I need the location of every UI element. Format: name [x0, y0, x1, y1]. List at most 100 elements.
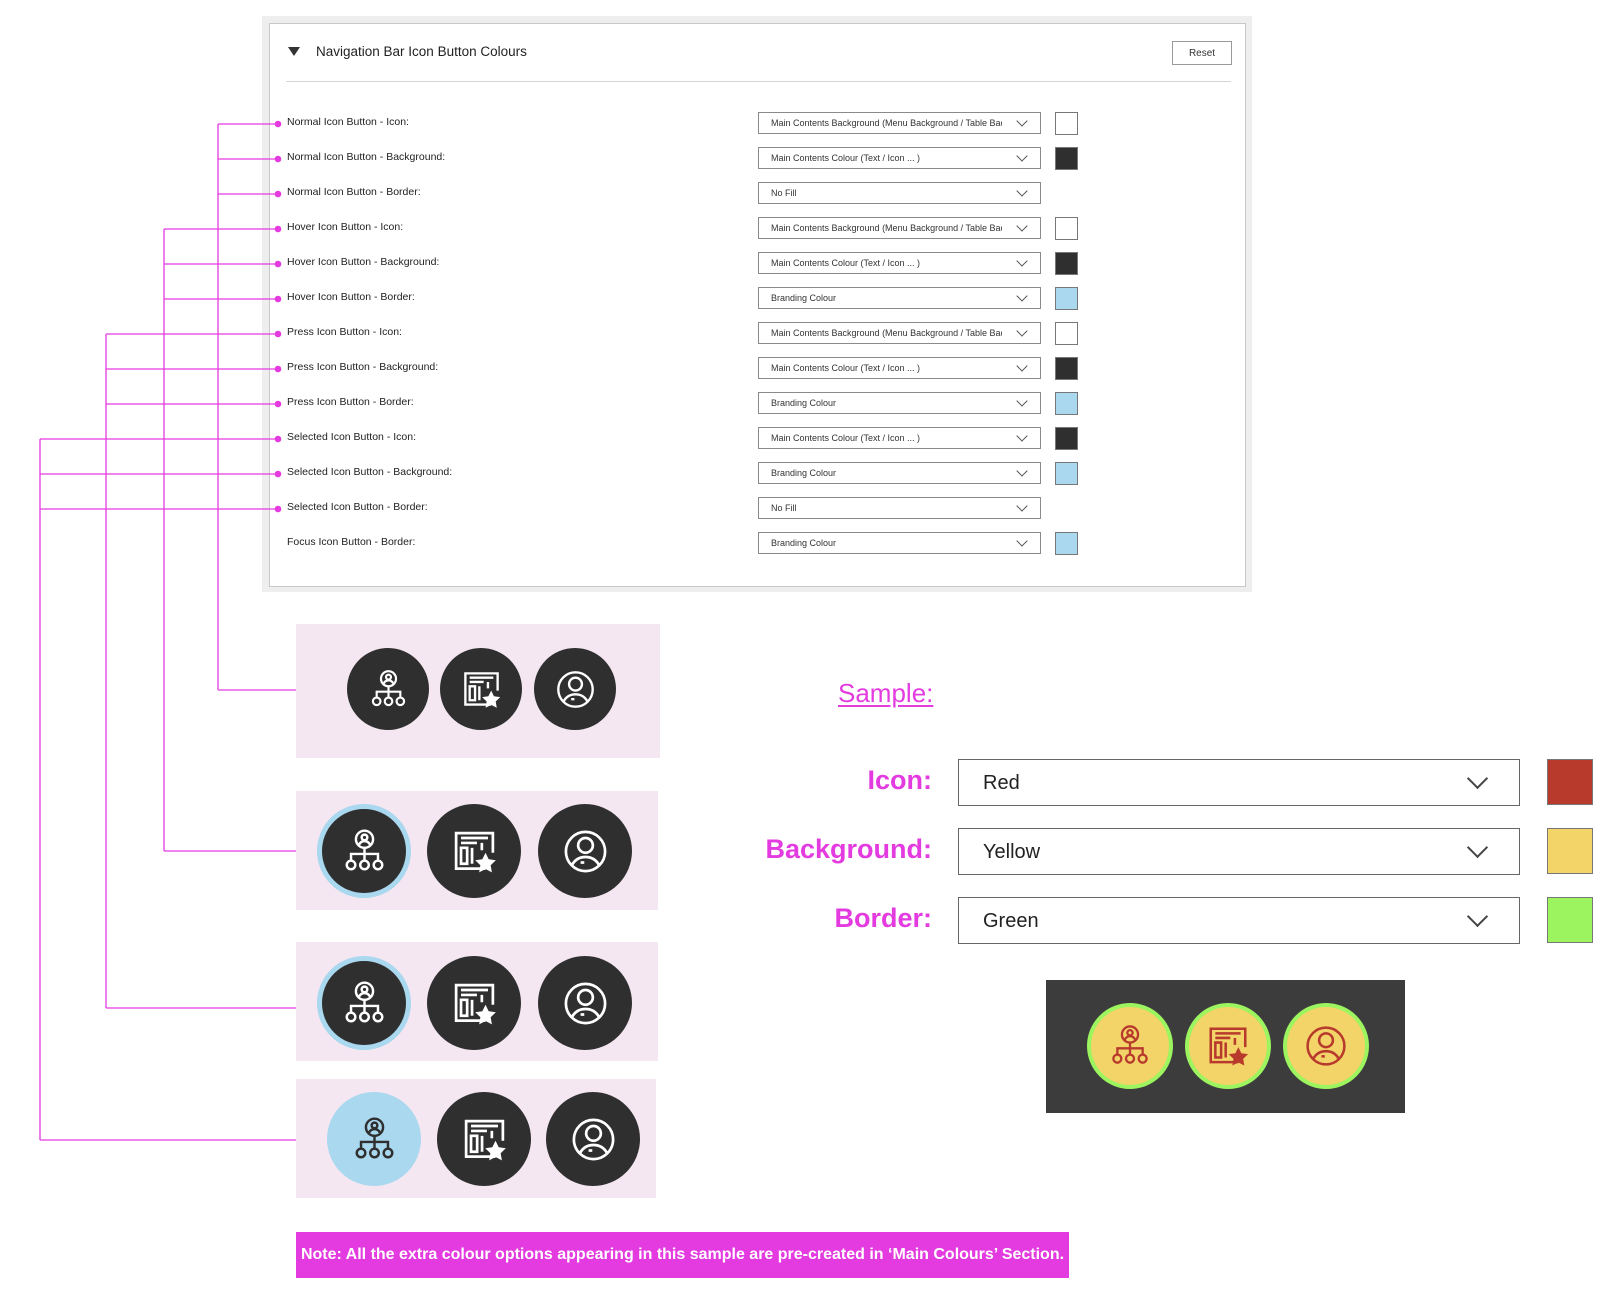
chevron-down-icon: [1016, 360, 1028, 372]
select-value: Yellow: [983, 841, 1041, 863]
row-label: Selected Icon Button - Icon:: [287, 431, 416, 443]
nav-icon-button[interactable]: [538, 956, 632, 1050]
colour-swatch[interactable]: [1055, 112, 1078, 135]
chevron-down-icon: [1016, 255, 1028, 267]
colour-select[interactable]: Main Contents Colour (Text / Icon ... ): [758, 357, 1041, 379]
colour-select[interactable]: No Fill: [758, 497, 1041, 519]
favorite-layout-icon: [450, 979, 499, 1028]
row-label: Normal Icon Button - Border:: [287, 186, 421, 198]
nav-icon-button[interactable]: [538, 804, 632, 898]
divider: [286, 81, 1231, 82]
select-value: No Fill: [771, 188, 797, 198]
row-label: Focus Icon Button - Border:: [287, 536, 416, 548]
select-value: Red: [983, 772, 1020, 794]
nav-icon-button[interactable]: [317, 804, 411, 898]
colour-select[interactable]: No Fill: [758, 182, 1041, 204]
chevron-down-icon: [1016, 115, 1028, 127]
sample-label: Icon:: [867, 765, 933, 795]
row-label: Hover Icon Button - Icon:: [287, 221, 404, 233]
row-label: Hover Icon Button - Border:: [287, 291, 415, 303]
colour-swatch[interactable]: [1055, 217, 1078, 240]
colour-swatch[interactable]: [1055, 427, 1078, 450]
collapse-caret-icon[interactable]: [288, 47, 300, 56]
select-value: Main Contents Colour (Text / Icon ... ): [771, 433, 921, 443]
panel-title: Navigation Bar Icon Button Colours: [316, 44, 527, 59]
select-value: Branding Colour: [771, 293, 837, 303]
chevron-down-icon: [1016, 220, 1028, 232]
chevron-down-icon: [1016, 430, 1028, 442]
colour-swatch[interactable]: [1055, 147, 1078, 170]
colour-swatch[interactable]: [1055, 392, 1078, 415]
sample-select[interactable]: Green: [958, 897, 1520, 944]
colour-select[interactable]: Main Contents Colour (Text / Icon ... ): [758, 427, 1041, 449]
select-value: Branding Colour: [771, 538, 837, 548]
select-value: Main Contents Colour (Text / Icon ... ): [771, 363, 921, 373]
colour-select[interactable]: Main Contents Background (Menu Backgroun…: [758, 112, 1041, 134]
sample-icon-button[interactable]: [1185, 1003, 1271, 1089]
colour-select[interactable]: Branding Colour: [758, 532, 1041, 554]
nav-icon-button[interactable]: [546, 1092, 640, 1186]
select-value: Main Contents Colour (Text / Icon ... ): [771, 258, 921, 268]
org-chart-icon: [367, 668, 410, 711]
favorite-layout-icon: [1205, 1023, 1251, 1069]
nav-icon-button[interactable]: [317, 956, 411, 1050]
row-label: Normal Icon Button - Icon:: [287, 116, 409, 128]
user-circle-icon: [554, 668, 597, 711]
colour-swatch[interactable]: [1055, 252, 1078, 275]
sample-select[interactable]: Yellow: [958, 828, 1520, 875]
chevron-down-icon: [1466, 767, 1489, 790]
colour-select[interactable]: Main Contents Background (Menu Backgroun…: [758, 322, 1041, 344]
sample-title: Sample:: [838, 678, 934, 708]
reset-button[interactable]: Reset: [1172, 41, 1232, 65]
nav-icon-button[interactable]: [437, 1092, 531, 1186]
select-value: Main Contents Colour (Text / Icon ... ): [771, 153, 921, 163]
nav-icon-button[interactable]: [427, 956, 521, 1050]
nav-icon-button[interactable]: [427, 804, 521, 898]
colour-select[interactable]: Branding Colour: [758, 462, 1041, 484]
select-value: Main Contents Background (Menu Backgroun…: [771, 328, 1002, 338]
sample-preview: [1046, 980, 1405, 1113]
user-circle-icon: [561, 827, 610, 876]
chevron-down-icon: [1016, 185, 1028, 197]
nav-icon-button[interactable]: [327, 1092, 421, 1186]
favorite-layout-icon: [450, 827, 499, 876]
chevron-down-icon: [1016, 325, 1028, 337]
sample-swatch[interactable]: [1547, 828, 1593, 874]
sample-select[interactable]: Red: [958, 759, 1520, 806]
colour-swatch[interactable]: [1055, 532, 1078, 555]
org-chart-icon: [350, 1115, 399, 1164]
sample-icon-button[interactable]: [1087, 1003, 1173, 1089]
colour-select[interactable]: Main Contents Colour (Text / Icon ... ): [758, 147, 1041, 169]
colour-select[interactable]: Branding Colour: [758, 392, 1041, 414]
chevron-down-icon: [1016, 395, 1028, 407]
colour-swatch[interactable]: [1055, 357, 1078, 380]
colour-select[interactable]: Branding Colour: [758, 287, 1041, 309]
select-value: Main Contents Background (Menu Backgroun…: [771, 118, 1002, 128]
select-value: Branding Colour: [771, 468, 837, 478]
user-circle-icon: [569, 1115, 618, 1164]
colour-swatch[interactable]: [1055, 287, 1078, 310]
sample-swatch[interactable]: [1547, 759, 1593, 805]
user-circle-icon: [1303, 1023, 1349, 1069]
row-label: Selected Icon Button - Border:: [287, 501, 428, 513]
org-chart-icon: [1107, 1023, 1153, 1069]
chevron-down-icon: [1016, 535, 1028, 547]
nav-icon-button[interactable]: [347, 648, 429, 730]
colour-swatch[interactable]: [1055, 322, 1078, 345]
sample-label: Border:: [834, 903, 932, 933]
select-value: Green: [983, 910, 1039, 932]
favorite-layout-icon: [460, 1115, 509, 1164]
colour-select[interactable]: Main Contents Background (Menu Backgroun…: [758, 217, 1041, 239]
select-value: Main Contents Background (Menu Backgroun…: [771, 223, 1002, 233]
row-label: Press Icon Button - Border:: [287, 396, 414, 408]
sample-swatch[interactable]: [1547, 897, 1593, 943]
nav-icon-button[interactable]: [440, 648, 522, 730]
row-label: Normal Icon Button - Background:: [287, 151, 446, 163]
colour-select[interactable]: Main Contents Colour (Text / Icon ... ): [758, 252, 1041, 274]
nav-icon-button[interactable]: [534, 648, 616, 730]
chevron-down-icon: [1016, 465, 1028, 477]
row-label: Selected Icon Button - Background:: [287, 466, 453, 478]
chevron-down-icon: [1466, 905, 1489, 928]
colour-swatch[interactable]: [1055, 462, 1078, 485]
sample-icon-button[interactable]: [1283, 1003, 1369, 1089]
